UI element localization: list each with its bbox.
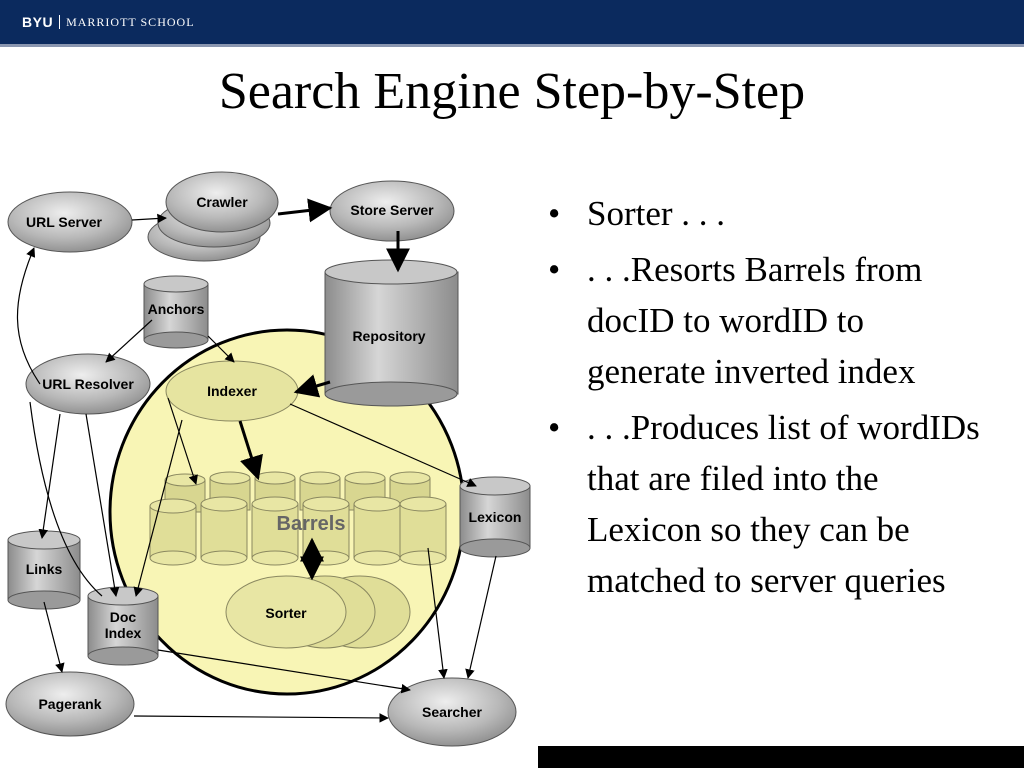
header-divider (0, 44, 1024, 47)
slide-title: Search Engine Step-by-Step (218, 63, 806, 120)
pagerank-node: Pagerank (5, 671, 135, 737)
repository-node: Repository (324, 259, 459, 407)
url-server-label: URL Server (26, 214, 103, 230)
brand-school: MARRIOTT SCHOOL (66, 14, 195, 29)
indexer-label: Indexer (207, 383, 257, 399)
doc-index-label-line2: Index (105, 625, 142, 641)
sorter-label: Sorter (265, 605, 307, 621)
bullet-item: •. . .Produces list of wordIDs that are … (548, 408, 980, 600)
header-bar: BYU MARRIOTT SCHOOL (0, 0, 1024, 44)
store-server-node: Store Server (329, 180, 455, 242)
doc-index-label-line1: Doc (110, 609, 137, 625)
brand-logo: BYU MARRIOTT SCHOOL (22, 14, 195, 30)
diagram-arrows (16, 198, 497, 723)
anchors-label: Anchors (148, 301, 205, 317)
searcher-node: Searcher (387, 677, 517, 747)
bullet-list: •Sorter . . . •. . .Resorts Barrels from… (548, 188, 988, 611)
links-label: Links (26, 561, 63, 577)
crawler-node: Crawler (147, 171, 279, 262)
bullet-item: •. . .Resorts Barrels from docID to word… (548, 250, 923, 391)
bullet-text: Sorter . . . (587, 194, 726, 233)
barrels-node: Barrels (149, 471, 447, 566)
url-resolver-label: URL Resolver (42, 376, 134, 392)
url-server-node: URL Server (7, 191, 133, 253)
pagerank-label: Pagerank (38, 696, 101, 712)
store-server-label: Store Server (350, 202, 434, 218)
url-resolver-node: URL Resolver (25, 353, 151, 415)
brand-divider (59, 15, 61, 29)
repository-label: Repository (352, 328, 425, 344)
footer-bar (538, 746, 1024, 768)
bullet-text: . . .Produces list of wordIDs that are f… (587, 408, 980, 600)
bullet-item: •Sorter . . . (548, 194, 726, 233)
barrels-label: Barrels (277, 513, 346, 535)
anchors-node: Anchors (143, 275, 209, 349)
indexer-node: Indexer (165, 360, 299, 422)
search-engine-diagram: Repository Anchors Links Doc Index Lexic… (5, 171, 531, 747)
bullet-text: . . .Resorts Barrels from docID to wordI… (587, 250, 923, 391)
sorter-node: Sorter (225, 575, 411, 649)
lexicon-node: Lexicon (459, 476, 531, 558)
lexicon-label: Lexicon (469, 509, 522, 525)
searcher-label: Searcher (422, 704, 482, 720)
links-node: Links (7, 530, 81, 610)
doc-index-node: Doc Index (87, 586, 159, 666)
brand-short: BYU (22, 14, 54, 30)
crawler-label: Crawler (196, 194, 248, 210)
